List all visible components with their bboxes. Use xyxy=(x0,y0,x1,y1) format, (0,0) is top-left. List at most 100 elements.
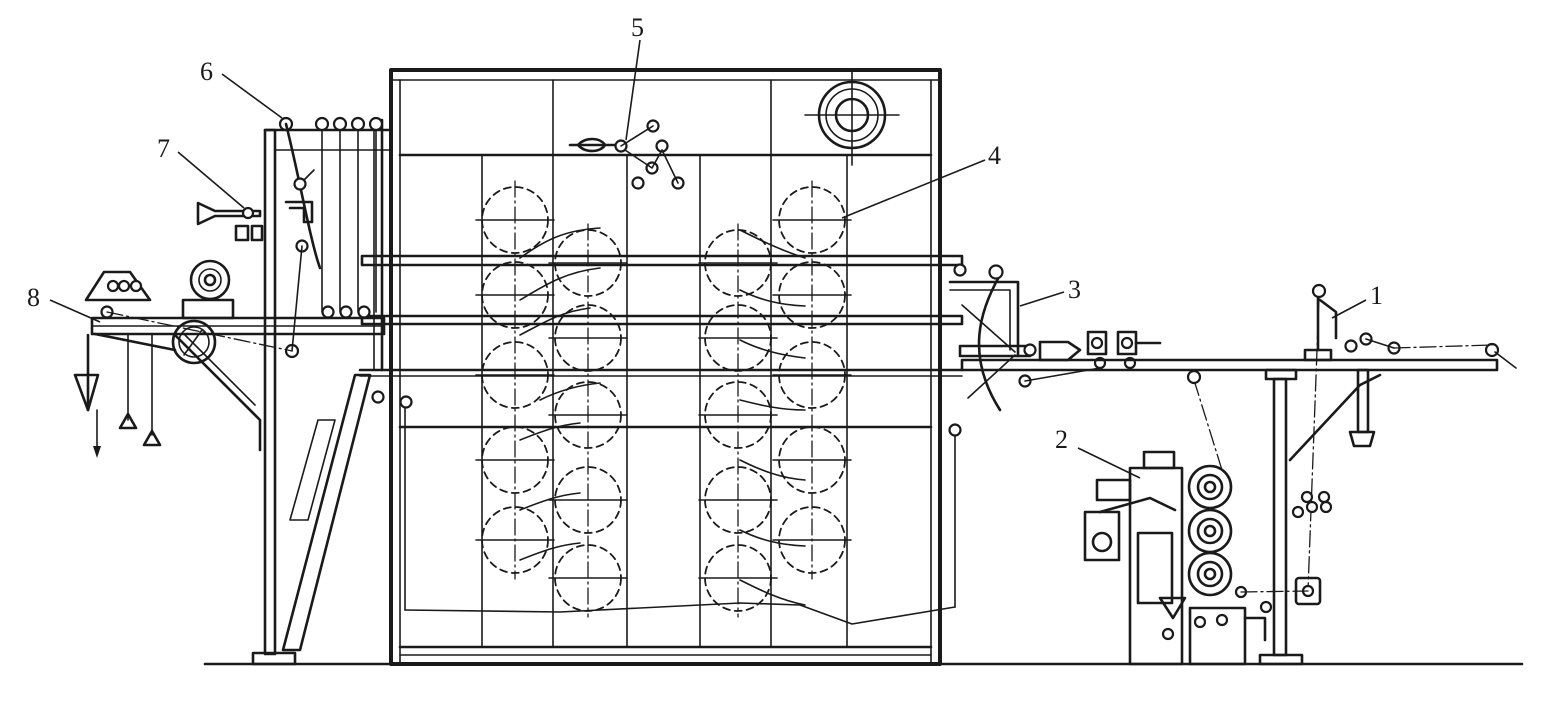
device-3-housing-inner xyxy=(949,289,1011,351)
device-2-hopper xyxy=(1158,596,1187,620)
left-frame xyxy=(73,116,413,666)
roller xyxy=(293,177,307,191)
motor-unit xyxy=(171,259,235,365)
roller xyxy=(129,279,143,293)
web-line xyxy=(1193,379,1223,471)
roller xyxy=(1319,500,1333,514)
right-table-leg-2 xyxy=(1356,368,1370,434)
web-line xyxy=(1240,590,1309,593)
roller xyxy=(399,395,413,409)
upper-guide-rail xyxy=(360,254,964,267)
reel xyxy=(1187,464,1233,510)
cabinet-outer-frame xyxy=(389,68,942,666)
web-path xyxy=(739,339,806,359)
callout-label-6: 6 xyxy=(200,57,213,86)
web-path xyxy=(739,399,806,411)
web-path xyxy=(519,422,581,441)
callout-leader-4 xyxy=(841,159,986,219)
cutter xyxy=(73,373,100,412)
left-brace-inner xyxy=(184,334,256,406)
weight xyxy=(142,429,162,447)
callout-leader-2 xyxy=(1077,447,1141,479)
output-arrow-head xyxy=(93,446,101,458)
callout-leader-3 xyxy=(1019,291,1065,307)
device-3-arc xyxy=(977,273,1002,412)
web-line xyxy=(291,245,303,352)
web-line xyxy=(1393,344,1493,349)
callout-label-1: 1 xyxy=(1370,281,1383,310)
reel-hub xyxy=(1203,524,1217,538)
roller xyxy=(1090,336,1104,350)
device-1-arm xyxy=(1318,298,1338,340)
top-roller xyxy=(350,116,366,132)
device-2-pipe xyxy=(1243,616,1267,642)
callout-label-5: 5 xyxy=(631,13,644,42)
web-line xyxy=(106,311,293,352)
callout-leader-6 xyxy=(221,73,283,119)
motor-shaft xyxy=(203,273,217,287)
guide-arc xyxy=(284,122,322,270)
web-path xyxy=(539,382,601,401)
drying-cylinders xyxy=(475,180,852,618)
roller xyxy=(1120,336,1134,350)
roller xyxy=(1317,490,1331,504)
roller xyxy=(371,390,385,404)
left-post-foot xyxy=(251,651,297,666)
top-roller xyxy=(314,116,330,132)
motor-base xyxy=(181,298,235,320)
fan-unit xyxy=(804,69,900,166)
motor-ring xyxy=(198,268,222,292)
pulley-inner xyxy=(178,326,210,358)
callout-leader-8 xyxy=(49,299,101,323)
clamp-block xyxy=(1086,330,1108,356)
device-3-housing xyxy=(948,280,1020,358)
bottom-roller xyxy=(339,305,353,319)
device-8-hood xyxy=(84,270,152,302)
device-2-inner xyxy=(1136,531,1174,605)
mechanism-lever xyxy=(576,137,607,153)
roller xyxy=(1344,339,1358,353)
device-7-bracket xyxy=(250,224,264,242)
web-path xyxy=(519,492,581,511)
mechanism-link xyxy=(620,125,654,147)
device-2-motor-hub xyxy=(1091,531,1113,553)
ramp-frame xyxy=(281,373,372,652)
web-path xyxy=(519,307,591,336)
device-1 xyxy=(1303,283,1517,591)
right-section xyxy=(948,263,1517,666)
reel-hub xyxy=(1203,480,1217,494)
web-line xyxy=(1307,296,1320,591)
left-lower-beam xyxy=(93,332,177,352)
callout-label-7: 7 xyxy=(157,134,170,163)
roller xyxy=(1259,600,1273,614)
ramp-window xyxy=(289,419,336,521)
callout-leader-5 xyxy=(625,39,641,141)
web-path xyxy=(519,542,581,561)
web-path xyxy=(739,459,806,481)
top-roller xyxy=(332,116,348,132)
roller xyxy=(948,423,962,437)
right-table-foot xyxy=(1258,653,1304,666)
web-path xyxy=(739,529,806,547)
web-path xyxy=(739,229,806,259)
roller xyxy=(241,206,255,220)
drying-cabinet xyxy=(358,68,964,666)
device-2-head xyxy=(1095,478,1132,502)
device-7-body xyxy=(196,201,262,226)
top-roller xyxy=(368,116,384,132)
callout-label-8: 8 xyxy=(27,283,40,312)
bottom-roller xyxy=(321,305,335,319)
roller xyxy=(1023,343,1037,357)
device-8 xyxy=(73,270,162,458)
roller xyxy=(1186,369,1202,385)
bottom-roller xyxy=(357,305,371,319)
web-path xyxy=(739,289,806,307)
roller xyxy=(988,264,1004,280)
web-path xyxy=(739,579,806,606)
callout-labels: 1 2 3 4 5 6 7 8 xyxy=(27,13,1383,479)
device-3-diagonal xyxy=(967,354,1016,399)
reel xyxy=(1187,508,1233,554)
roller xyxy=(1305,500,1319,514)
left-post-outer xyxy=(263,128,277,656)
